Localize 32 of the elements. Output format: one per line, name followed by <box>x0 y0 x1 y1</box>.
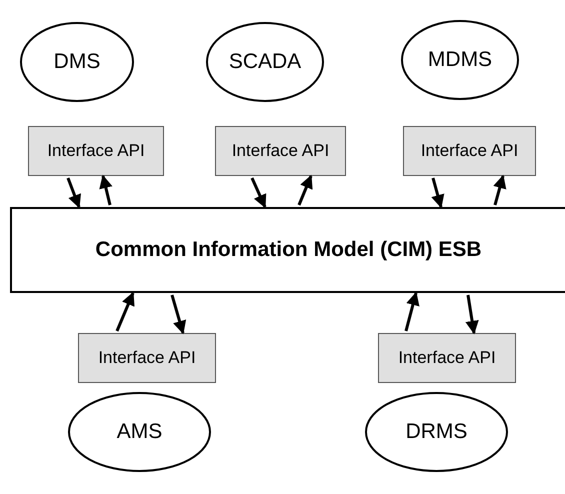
system-label: MDMS <box>428 48 492 72</box>
system-label: SCADA <box>228 50 302 74</box>
arrow <box>116 292 134 332</box>
bus-label: Common Information Model (CIM) ESB <box>95 238 482 262</box>
system-ellipse <box>365 392 508 472</box>
arrow <box>298 174 313 206</box>
interface-label: Interface API <box>398 348 496 368</box>
interface-box <box>215 126 346 176</box>
arrow <box>99 174 112 206</box>
system-ellipse <box>20 22 134 102</box>
system-ellipse <box>68 392 211 472</box>
interface-box <box>78 333 216 383</box>
interface-box <box>378 333 516 383</box>
arrow <box>170 294 186 334</box>
system-label: AMS <box>116 420 162 444</box>
interface-label: Interface API <box>47 141 145 161</box>
bus-bar <box>10 207 565 293</box>
arrow <box>465 294 479 334</box>
interface-box <box>403 126 536 176</box>
system-ellipse <box>401 20 519 100</box>
arrow <box>66 177 81 208</box>
arrow <box>404 292 420 332</box>
arrow <box>431 178 444 208</box>
interface-box <box>28 126 164 176</box>
system-label: DMS <box>54 50 100 74</box>
arrow <box>250 177 266 208</box>
interface-label: Interface API <box>420 141 518 161</box>
system-ellipse <box>206 22 324 102</box>
interface-label: Interface API <box>98 348 196 368</box>
interface-label: Interface API <box>232 141 330 161</box>
system-label: DRMS <box>406 420 468 444</box>
arrow <box>493 174 506 206</box>
